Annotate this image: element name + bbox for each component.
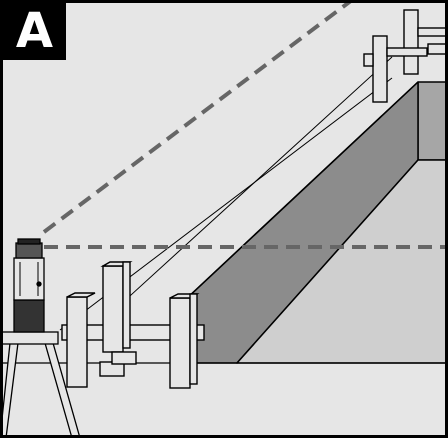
far-board-2: [417, 27, 448, 37]
laser-rotor-head: [15, 242, 43, 259]
far-post-1: [403, 9, 419, 75]
batter-board-far: [363, 9, 448, 103]
near-post-middle-side: [122, 261, 131, 349]
ground-block-2: [111, 351, 137, 365]
pit-back-wall: [417, 81, 448, 161]
excavation-pit: [184, 81, 448, 364]
near-post-right-side: [189, 293, 198, 385]
panel-label: A: [3, 3, 66, 60]
tripod: [0, 331, 81, 438]
laser-body: [13, 257, 45, 301]
laser-beam-inclined: [42, 0, 354, 234]
rotary-laser-level: [0, 238, 81, 438]
tripod-head: [1, 331, 59, 345]
pit-rim-edge: [184, 81, 419, 301]
laser-indicator: [36, 281, 42, 287]
far-post-2: [372, 35, 388, 103]
batter-board-near: [61, 261, 205, 389]
far-board-4: [363, 53, 374, 67]
near-crossboard: [61, 324, 205, 341]
near-post-right: [169, 297, 191, 389]
near-post-left: [66, 296, 88, 388]
near-post-middle: [102, 265, 124, 353]
pit-floor: [236, 159, 448, 364]
laser-beams-dashed: [42, 0, 448, 249]
laser-base: [13, 299, 45, 333]
near-post-left-top: [66, 292, 96, 298]
laser-top-cap: [17, 238, 41, 245]
far-board-1: [386, 47, 428, 57]
far-board-3: [427, 43, 448, 55]
